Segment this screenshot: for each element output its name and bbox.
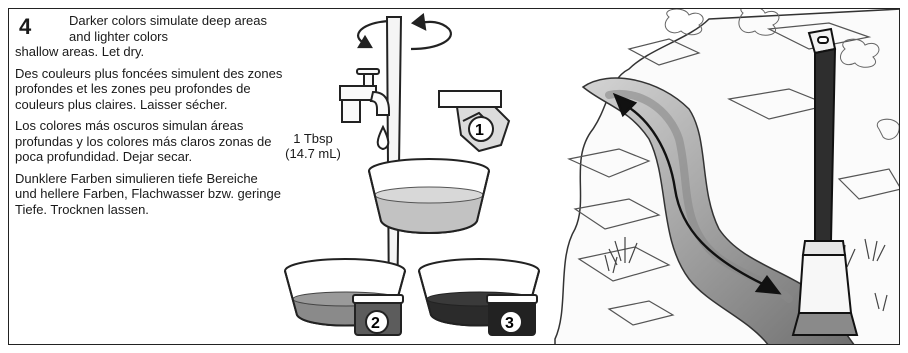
cup-2-label: 2 bbox=[371, 315, 380, 332]
measure-metric: (14.7 mL) bbox=[271, 146, 355, 161]
measure-label: 1 Tbsp (14.7 mL) bbox=[271, 131, 355, 161]
cup-3 bbox=[419, 259, 539, 335]
mixing-illustration: 1 2 3 bbox=[9, 9, 900, 345]
mixing-bowl bbox=[369, 159, 489, 233]
instruction-panel: 4 Darker colors simulate deep areas and … bbox=[8, 8, 900, 345]
cup-3-label: 3 bbox=[505, 315, 514, 332]
stir-arrows-icon bbox=[358, 15, 451, 49]
stream-scene bbox=[555, 9, 900, 345]
paint-packet-1 bbox=[439, 91, 509, 151]
cup-2 bbox=[285, 259, 405, 335]
measure-amount: 1 Tbsp bbox=[271, 131, 355, 146]
packet-1-label: 1 bbox=[475, 122, 484, 139]
